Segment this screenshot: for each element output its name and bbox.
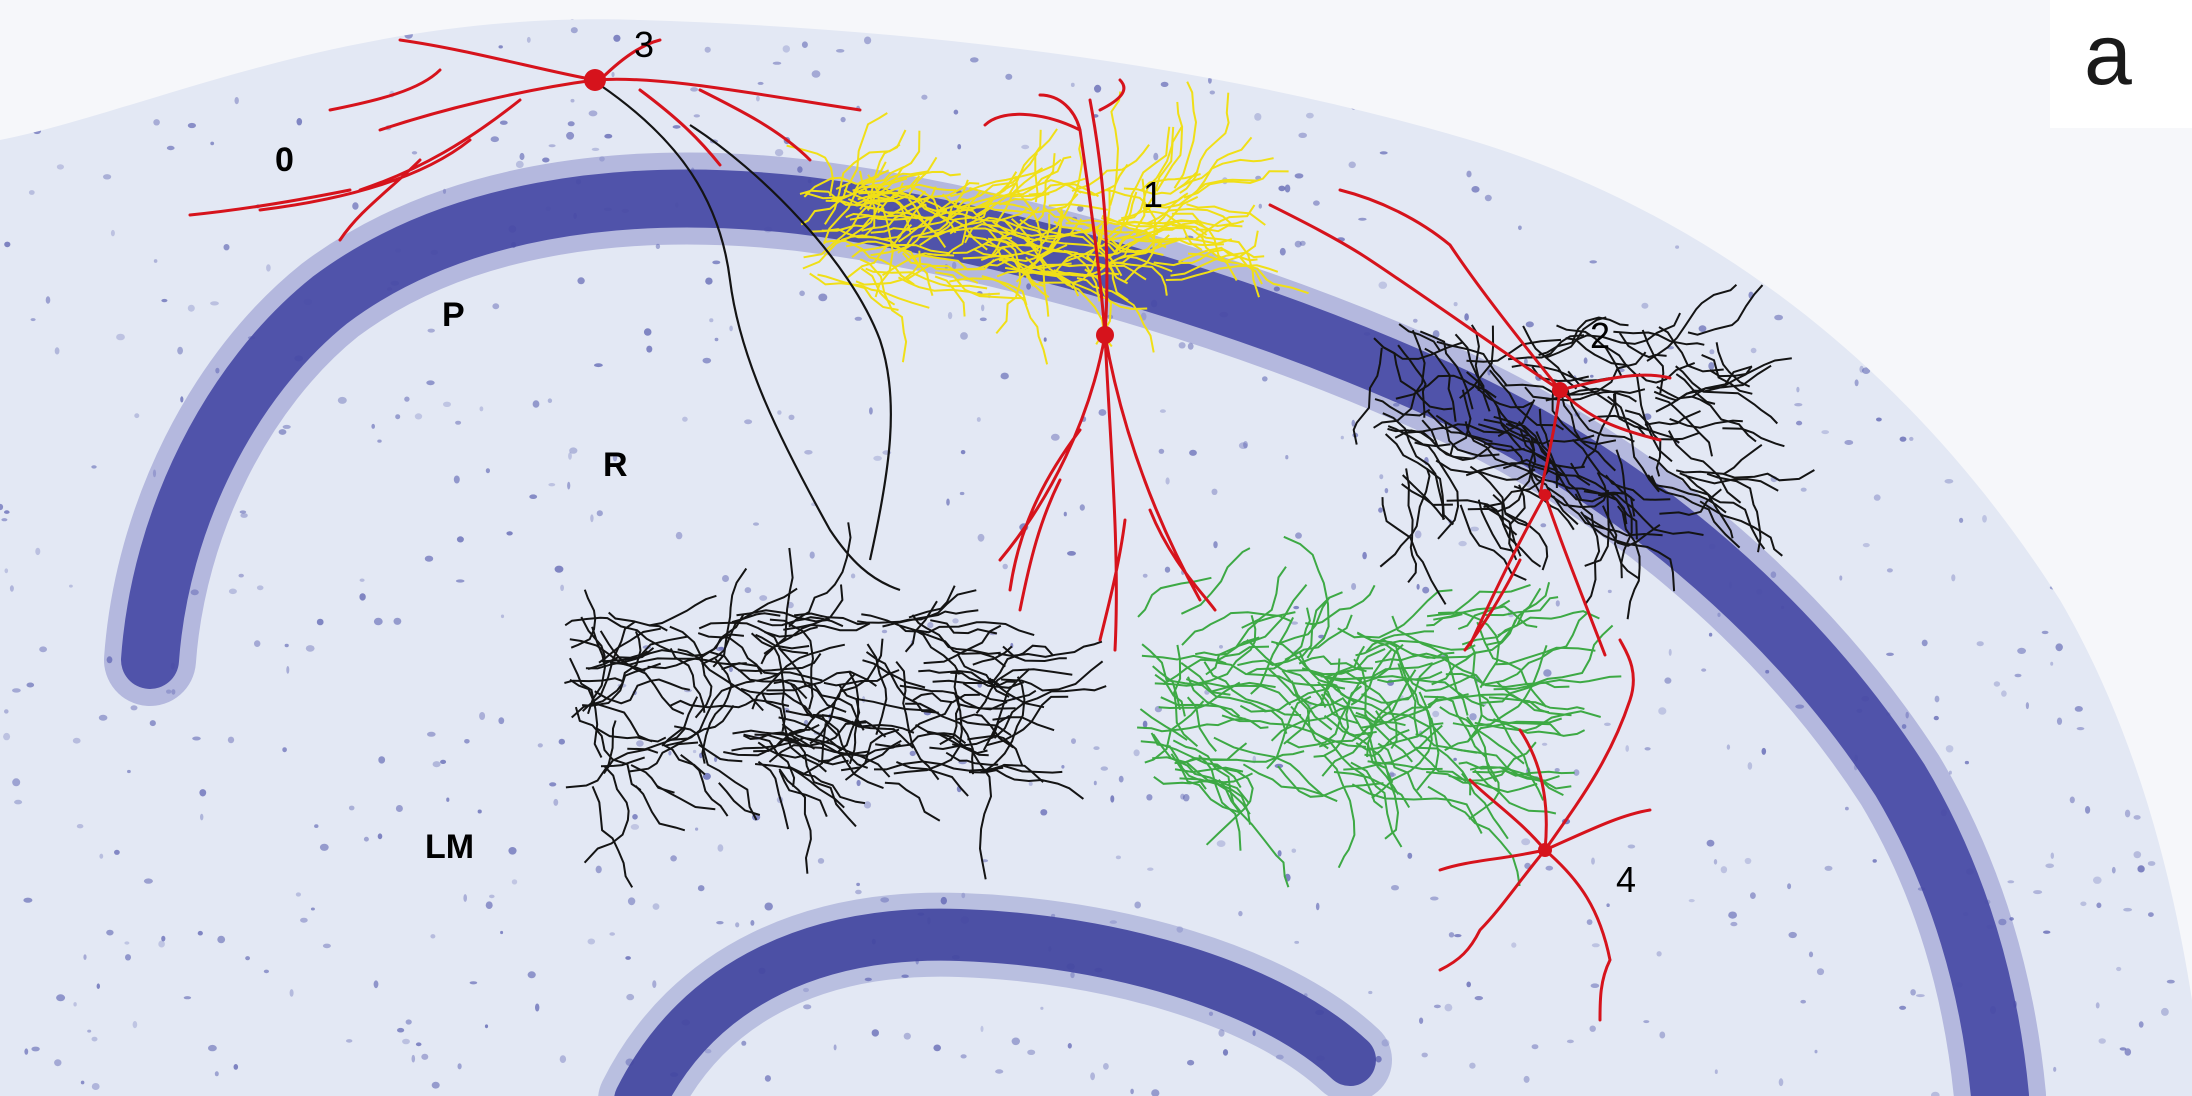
cell-3-soma xyxy=(584,69,606,91)
panel-letter-box xyxy=(2050,0,2192,128)
panel-letter: a xyxy=(2084,7,2132,103)
yellow-axon-arbor xyxy=(786,81,1309,365)
cell-label-2: 2 xyxy=(1590,315,1611,356)
cell-3-axon-projection-2 xyxy=(689,124,892,561)
cell-label-4: 4 xyxy=(1616,859,1637,900)
red-dendrites xyxy=(188,38,1672,1022)
cell-label-1: 1 xyxy=(1143,174,1164,215)
layer-label-radiatum: R xyxy=(603,446,628,484)
cell-label-3: 3 xyxy=(634,24,655,65)
layer-label-pyramidale: P xyxy=(442,296,465,334)
cell-3-axon-projection xyxy=(599,84,901,592)
green-axon-arbor xyxy=(1137,535,1622,888)
dentate-granule-layer xyxy=(614,908,1376,1096)
layer-label-oriens: 0 xyxy=(275,141,294,179)
layer-label-lacunosum-moleculare: LM xyxy=(425,828,475,866)
dentate-granule-fringe xyxy=(598,892,1392,1096)
